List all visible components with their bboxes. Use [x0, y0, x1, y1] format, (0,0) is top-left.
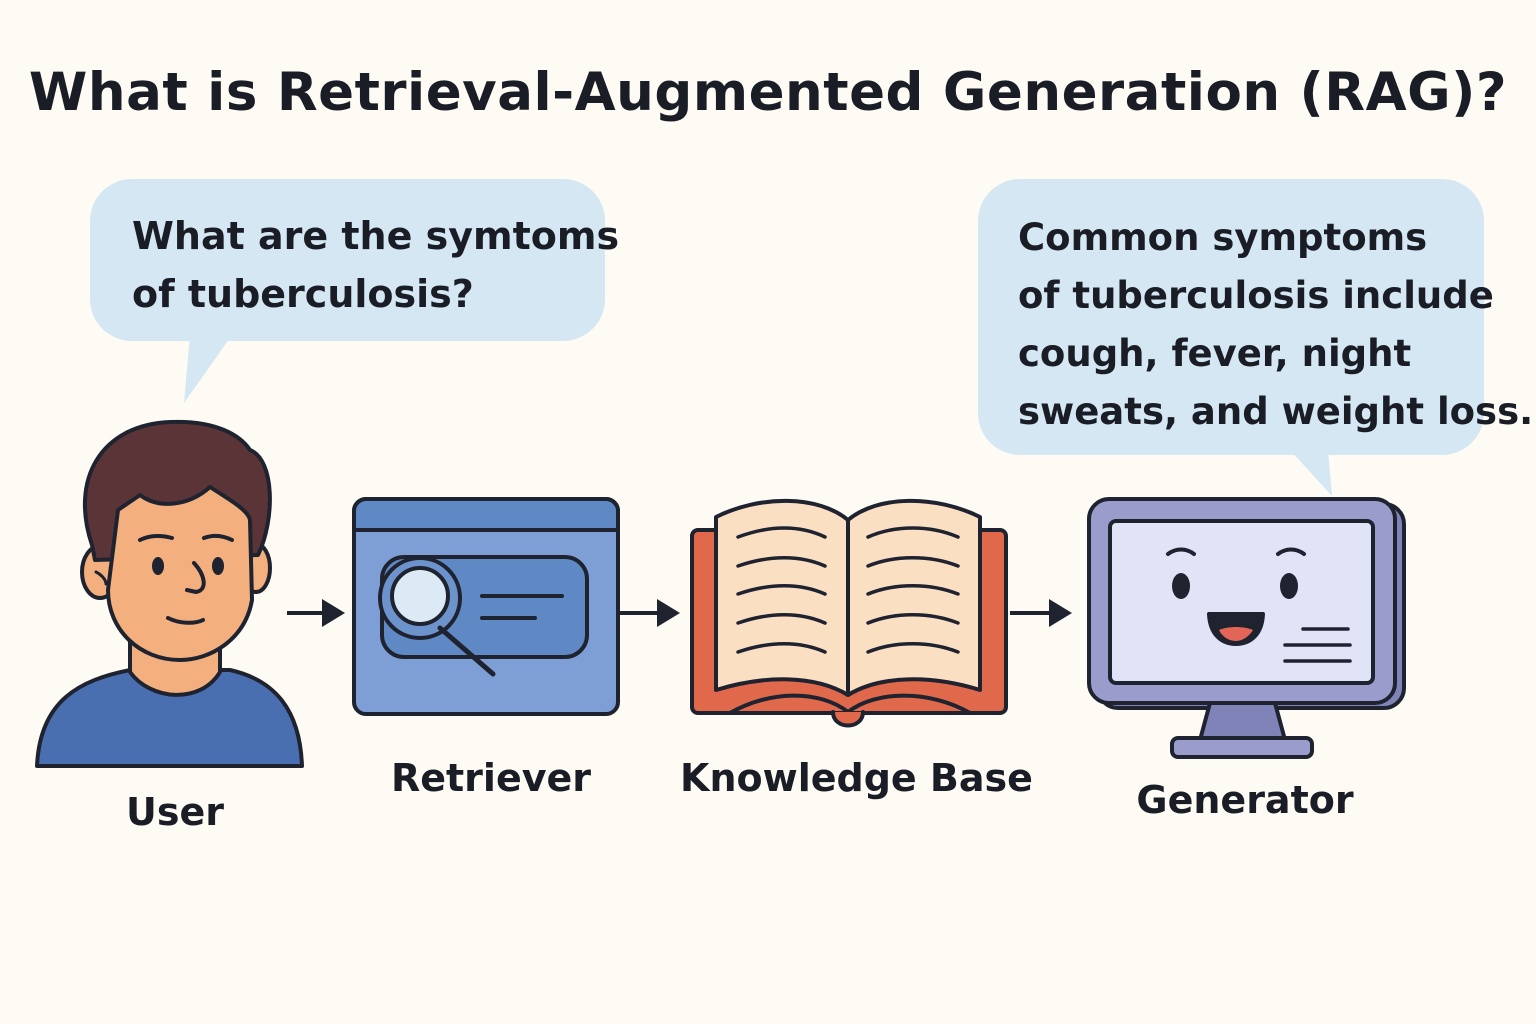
page-title: What is Retrieval-Augmented Generation (…: [28, 62, 1508, 123]
answer-line: of tuberculosis include: [1018, 274, 1494, 317]
node-label-user: User: [126, 790, 224, 834]
answer-line: Common symptoms: [1018, 216, 1428, 259]
node-label-generator: Generator: [1136, 778, 1354, 822]
answer-bubble-tail: [1290, 450, 1332, 496]
arrow-knowledge-base-to-generator: [1010, 599, 1072, 627]
generator-answer-bubble: Common symptoms of tuberculosis include …: [978, 179, 1534, 455]
question-line: What are the symtoms: [132, 214, 620, 258]
search-window-icon: [352, 497, 620, 716]
answer-line: cough, fever, night: [1018, 332, 1412, 375]
node-label-retriever: Retriever: [390, 756, 592, 800]
answer-line: sweats, and weight loss.: [1018, 390, 1534, 433]
open-book-icon: [690, 498, 1008, 728]
user-question-bubble: What are the symtoms of tuberculosis?: [90, 179, 620, 341]
node-label-knowledge-base: Knowledge Base: [680, 756, 1033, 800]
question-line: of tuberculosis?: [132, 272, 474, 316]
smiling-monitor-icon: [1087, 497, 1406, 759]
person-icon: [35, 419, 304, 768]
arrow-user-to-retriever: [287, 599, 345, 627]
question-bubble-tail: [184, 335, 232, 403]
arrow-retriever-to-knowledge-base: [620, 599, 680, 627]
